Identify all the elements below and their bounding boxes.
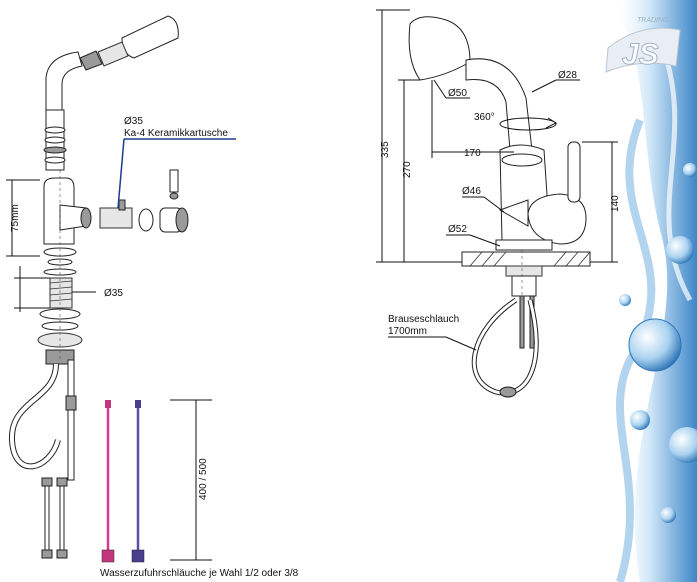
assembled-mount-nut — [505, 265, 543, 277]
assembled-collar — [501, 153, 543, 167]
dim-170-label: 170 — [464, 148, 481, 159]
dim-75-label: 75mm — [10, 204, 21, 232]
water-drop-icon — [660, 507, 676, 523]
water-drop-icon — [630, 410, 650, 430]
o-ring — [44, 136, 66, 144]
js-trading-logo: JS TRADING — [605, 17, 681, 73]
dim-335-label: 335 — [380, 141, 391, 158]
supply-fitting — [56, 477, 68, 487]
cartridge-stem — [118, 199, 126, 211]
assembled-handle-cone — [498, 199, 529, 227]
supply-fitting — [41, 477, 53, 487]
rotation-label: 360° — [474, 112, 495, 123]
water-drop-icon — [666, 236, 694, 264]
assembled-stud — [511, 275, 537, 297]
supply-hoses-caption: Wasserzufuhrschläuche je Wahl 1/2 oder 3… — [100, 568, 299, 579]
water-splash-decoration — [612, 0, 697, 582]
water-drop-icon — [628, 318, 682, 372]
cartridge-leader-line — [117, 138, 125, 209]
body-diameter-label: Ø46 — [462, 186, 481, 197]
o-ring — [43, 146, 67, 154]
water-drop-icon — [619, 294, 631, 306]
o-ring — [44, 126, 66, 134]
supply-tail — [59, 479, 65, 551]
rotation-ring — [499, 117, 557, 131]
assembled-lever — [567, 141, 581, 203]
supply-tail — [44, 479, 50, 551]
water-drop-icon — [669, 427, 697, 463]
cartridge-diameter-label: Ø35 — [124, 116, 143, 127]
dim-270-label: 270 — [402, 161, 413, 178]
thread-diameter-label: Ø35 — [104, 288, 123, 299]
supply-fitting — [56, 549, 68, 559]
spout-upper — [45, 51, 83, 111]
o-ring — [44, 156, 66, 164]
countertop — [461, 251, 591, 267]
ceramic-cartridge — [99, 207, 133, 229]
supply-hose-length-label: 400 / 500 — [198, 458, 209, 500]
assembled-spout — [465, 58, 533, 151]
spout-diameter-label: Ø50 — [448, 88, 467, 99]
logo-subtext: TRADING — [637, 17, 669, 24]
hose-weight — [65, 395, 77, 411]
assembled-view: 335 270 140 170 Ø50 Ø28 360° Ø46 Ø52 Bra… — [376, 9, 621, 398]
supply-hoses — [101, 400, 145, 563]
lever-cap — [175, 207, 189, 233]
handle-screw — [169, 192, 179, 200]
supply-fitting — [41, 549, 53, 559]
cartridge-name-label: Ka-4 Keramikkartusche — [124, 128, 228, 139]
hose-weight-rod — [67, 359, 75, 481]
hose-weight-ball — [499, 386, 517, 398]
exploded-view: Ø35 Ka-4 Keramikkartusche 75mm Ø35 400 /… — [6, 15, 299, 579]
water-drop-icon — [683, 163, 697, 177]
pipe-diameter-label: Ø28 — [558, 70, 577, 81]
shower-hose-label: Brauseschlauch — [388, 314, 459, 325]
handle-pin — [169, 169, 179, 193]
logo-text: JS — [622, 38, 659, 71]
base-diameter-label: Ø52 — [448, 224, 467, 235]
spray-head — [79, 15, 179, 71]
cap-nut — [138, 208, 154, 232]
assembled-spray-head — [408, 16, 471, 81]
seal-ring — [80, 207, 92, 229]
shower-hose-length-label: 1700mm — [388, 326, 427, 337]
assembled-tail — [519, 295, 525, 349]
dim-140-label: 140 — [610, 195, 621, 212]
assembled-base — [495, 239, 553, 251]
